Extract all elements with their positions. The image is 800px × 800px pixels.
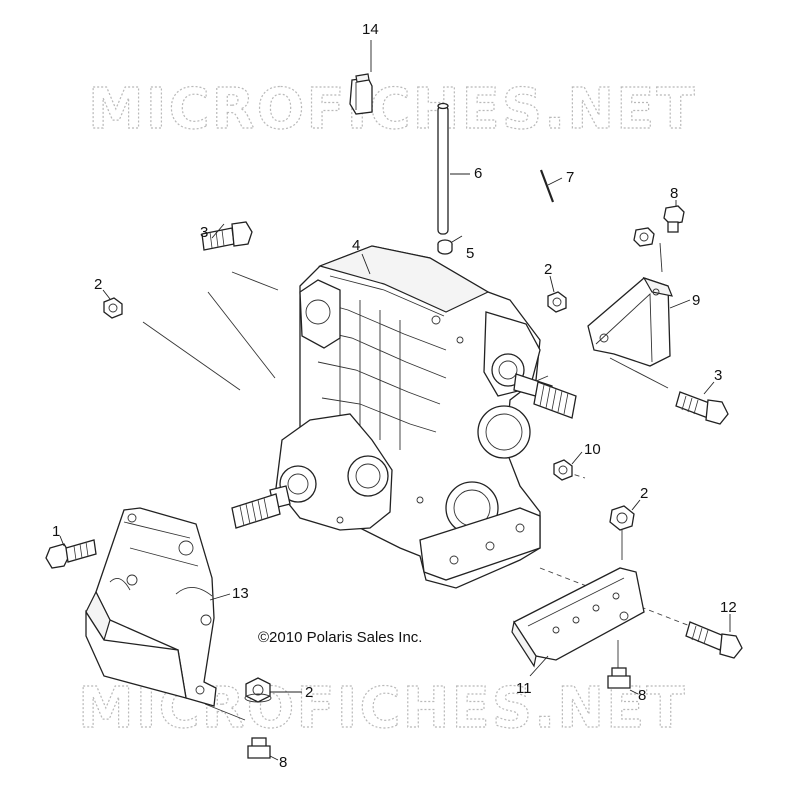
callout-3-left: 3 — [200, 224, 208, 241]
callout-8-bottom: 8 — [279, 754, 287, 771]
leader-8-bottom — [269, 755, 279, 761]
part-14-grommet — [349, 73, 373, 115]
leader-2-right — [631, 499, 641, 511]
part-13-bracket — [85, 507, 217, 707]
part-12-bolt — [685, 621, 743, 659]
leader-9 — [669, 299, 691, 309]
part-1-bolt — [45, 539, 97, 569]
callout-6: 6 — [474, 165, 482, 182]
part-8-right-bolt — [607, 667, 631, 689]
watermark-top: MICROFICHES.NET — [88, 77, 697, 142]
callout-14: 14 — [362, 21, 379, 38]
leader-1 — [59, 535, 65, 547]
leader-11 — [529, 655, 549, 677]
callout-7: 7 — [566, 169, 574, 186]
part-9-bracket — [587, 276, 673, 367]
part-4-transmission — [231, 245, 577, 589]
leader-2-mid — [549, 275, 555, 293]
leader-3-left — [211, 223, 225, 239]
callout-5: 5 — [466, 245, 474, 262]
callout-4: 4 — [352, 237, 360, 254]
part-nut-top-right — [633, 227, 655, 247]
part-3-left-bolt — [201, 221, 253, 251]
part-2-right-nut — [609, 505, 635, 531]
callout-12: 12 — [720, 599, 737, 616]
callout-13: 13 — [232, 585, 249, 602]
callout-2-bottom: 2 — [305, 684, 313, 701]
part-11-bracket — [511, 567, 645, 668]
part-6-rod — [437, 102, 449, 235]
part-8-top-bolt — [663, 205, 685, 233]
leader-7 — [547, 177, 563, 186]
leader-5 — [451, 235, 463, 243]
part-8-bottom-bolt — [247, 737, 271, 759]
part-2-left-nut — [103, 297, 123, 319]
callout-2-mid: 2 — [544, 261, 552, 278]
part-2-bottom-nut — [244, 677, 272, 703]
callout-10: 10 — [584, 441, 601, 458]
part-2-mid-nut — [547, 291, 567, 313]
callout-11: 11 — [516, 680, 532, 697]
callout-2-right: 2 — [640, 485, 648, 502]
callout-8-top: 8 — [670, 185, 678, 202]
callout-9: 9 — [692, 292, 700, 309]
alignment-lines — [142, 242, 691, 721]
part-5-plug — [437, 239, 453, 255]
copyright-notice: ©2010 Polaris Sales Inc. — [258, 629, 422, 646]
callout-2-left: 2 — [94, 276, 102, 293]
callout-1: 1 — [52, 523, 60, 540]
leader-10 — [571, 451, 583, 465]
callout-3-right: 3 — [714, 367, 722, 384]
leader-3-right — [703, 381, 715, 395]
part-7-pin — [539, 169, 555, 203]
leader-8-right — [629, 689, 639, 695]
leader-2-left — [102, 289, 111, 300]
leader-13 — [209, 593, 231, 601]
callout-8-right: 8 — [638, 687, 646, 704]
part-10-nut — [553, 459, 573, 481]
leader-4 — [361, 253, 371, 275]
part-3-right-bolt — [675, 391, 729, 425]
